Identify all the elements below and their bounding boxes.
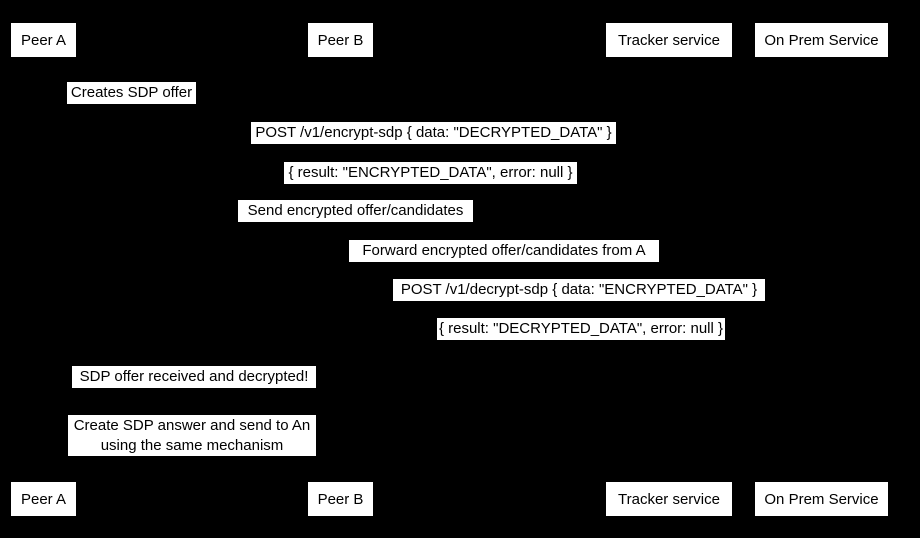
message-text: Forward encrypted offer/candidates from … — [362, 242, 646, 259]
participant-label: Peer B — [317, 31, 364, 49]
participant-label: Peer B — [317, 490, 364, 508]
note-create-sdp-answer: Create SDP answer and send to An using t… — [68, 415, 316, 456]
participant-tracker-service-bottom[interactable]: Tracker service — [605, 481, 733, 517]
participant-label: Tracker service — [618, 490, 720, 508]
message-sdp-offer-received: SDP offer received and decrypted! — [72, 366, 316, 388]
message-encrypt-sdp-result: { result: "ENCRYPTED_DATA", error: null … — [284, 162, 577, 184]
participant-on-prem-service-bottom[interactable]: On Prem Service — [754, 481, 889, 517]
participant-tracker-service-top[interactable]: Tracker service — [605, 22, 733, 58]
message-post-decrypt-sdp: POST /v1/decrypt-sdp { data: "ENCRYPTED_… — [393, 279, 765, 301]
message-decrypt-sdp-result: { result: "DECRYPTED_DATA", error: null … — [437, 318, 725, 340]
participant-label: Peer A — [20, 31, 67, 49]
message-post-encrypt-sdp: POST /v1/encrypt-sdp { data: "DECRYPTED_… — [251, 122, 616, 144]
arrow-creates-sdp-offer — [43, 104, 93, 105]
participant-peer-b-bottom[interactable]: Peer B — [307, 481, 374, 517]
participant-peer-b-top[interactable]: Peer B — [307, 22, 374, 58]
message-forward-encrypted-offer: Forward encrypted offer/candidates from … — [349, 240, 659, 262]
lifeline-on-prem-service — [821, 58, 822, 481]
lifeline-tracker-service — [668, 58, 669, 481]
lifeline-peer-a — [43, 58, 44, 481]
message-text: Creates SDP offer — [70, 84, 193, 101]
participant-label: Tracker service — [618, 31, 720, 49]
arrow-forward-encrypted-offer — [340, 262, 668, 263]
arrow-decrypt-sdp-result — [340, 340, 821, 341]
note-line-1: Create SDP answer and send to An — [73, 417, 311, 434]
note-line-2: using the same mechanism — [100, 437, 284, 454]
participant-peer-a-top[interactable]: Peer A — [10, 22, 77, 58]
message-text: { result: "ENCRYPTED_DATA", error: null … — [288, 164, 573, 181]
arrow-encrypt-sdp-result — [43, 184, 821, 185]
participant-label: On Prem Service — [764, 31, 879, 49]
lifeline-peer-b — [340, 58, 341, 481]
participant-label: Peer A — [20, 490, 67, 508]
participant-on-prem-service-top[interactable]: On Prem Service — [754, 22, 889, 58]
message-text: POST /v1/decrypt-sdp { data: "ENCRYPTED_… — [400, 281, 758, 298]
message-send-encrypted-offer: Send encrypted offer/candidates — [238, 200, 473, 222]
arrow-send-encrypted-offer — [43, 222, 668, 223]
participant-peer-a-bottom[interactable]: Peer A — [10, 481, 77, 517]
message-text: POST /v1/encrypt-sdp { data: "DECRYPTED_… — [255, 124, 612, 141]
message-text: { result: "DECRYPTED_DATA", error: null … — [438, 320, 724, 337]
message-creates-sdp-offer: Creates SDP offer — [67, 82, 196, 104]
arrow-post-encrypt-sdp — [43, 144, 821, 145]
participant-label: On Prem Service — [764, 490, 879, 508]
message-text: SDP offer received and decrypted! — [79, 368, 309, 385]
message-text: Send encrypted offer/candidates — [247, 202, 464, 219]
arrow-sdp-offer-received — [340, 388, 390, 389]
arrow-post-decrypt-sdp — [340, 301, 821, 302]
